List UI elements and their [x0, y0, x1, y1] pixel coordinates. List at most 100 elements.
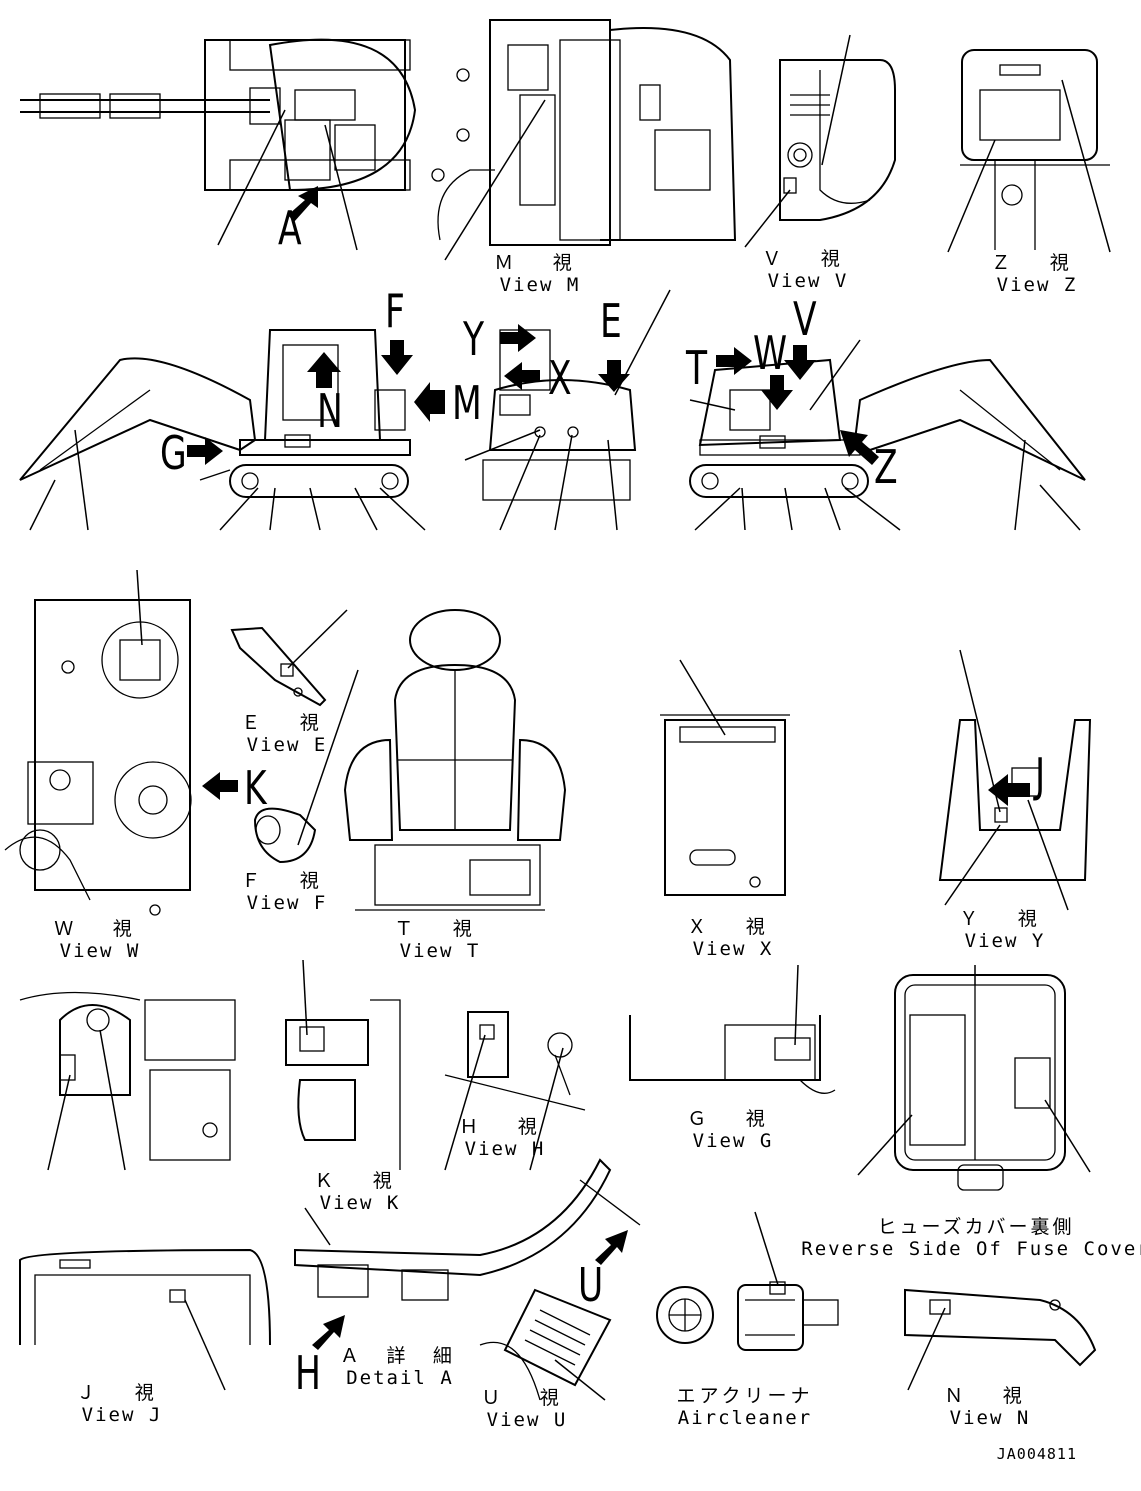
detail-a-drawing	[294, 1158, 641, 1301]
arrow-letter-f: F	[385, 284, 405, 338]
view-m-drawing	[431, 19, 737, 246]
leader-line	[1061, 79, 1111, 253]
view-arrow-g	[187, 437, 223, 465]
view-arrow-a	[288, 186, 318, 222]
leader-line	[47, 1074, 71, 1171]
left-side-view	[19, 329, 411, 498]
drawing-number: JA004811	[996, 1445, 1077, 1463]
arrow-letter-z: Z	[874, 440, 898, 494]
leader-line	[99, 1029, 126, 1171]
arrow-letter-j: J	[1035, 748, 1046, 802]
view-j-drawing	[19, 1248, 271, 1346]
leader-line	[857, 1114, 913, 1176]
arrow-letter-x: X	[548, 351, 572, 405]
view-g-drawing	[629, 1015, 836, 1094]
leader-line	[1044, 1099, 1091, 1173]
view-n-drawing	[904, 1288, 1097, 1367]
view-x-drawing	[660, 714, 790, 896]
leader-line	[529, 1047, 564, 1171]
view-h-drawing	[444, 1011, 586, 1111]
view-w-drawing	[4, 599, 192, 916]
leader-line	[1027, 799, 1069, 911]
leader-line	[754, 1211, 779, 1286]
right-leaders	[689, 339, 1081, 531]
leader-line	[324, 124, 358, 251]
view-e-drawing	[230, 626, 327, 707]
leader-line	[679, 659, 726, 736]
leader-line	[287, 609, 348, 669]
view-z-drawing	[960, 49, 1110, 250]
arrow-letter-t: T	[686, 341, 708, 395]
view-arrow-k	[202, 772, 238, 800]
arrow-letter-n: N	[317, 384, 343, 438]
leader-line	[794, 964, 799, 1046]
view-k-drawing	[285, 999, 401, 1170]
arrow-letter-g: G	[160, 426, 187, 480]
arrow-letter-m: M	[452, 376, 482, 430]
leader-line	[821, 34, 851, 166]
view-arrow-w	[761, 375, 793, 410]
leader-line	[744, 189, 791, 248]
view-arrow-n	[307, 352, 341, 388]
arrow-letter-v: V	[793, 292, 817, 346]
view-v-drawing	[779, 59, 896, 221]
view-f-drawing	[253, 807, 317, 864]
leader-line	[217, 109, 286, 246]
alternator-drawing	[19, 991, 236, 1161]
leader-line	[136, 569, 143, 646]
top-view-machine	[20, 38, 417, 192]
view-u-drawing	[479, 1288, 612, 1401]
leader-line	[959, 649, 1001, 813]
leader-line	[184, 1299, 226, 1391]
view-y-drawing	[938, 719, 1092, 881]
view-arrow-u	[595, 1230, 628, 1265]
leader-line	[554, 1359, 606, 1401]
arrow-letter-k: K	[244, 761, 267, 815]
view-arrow-f	[381, 340, 413, 375]
rear-leaders	[464, 289, 671, 531]
view-arrow-y	[500, 324, 536, 352]
arrow-letter-e: E	[600, 294, 622, 348]
aircleaner-drawing	[656, 1281, 839, 1351]
arrow-letter-u: U	[578, 1258, 604, 1312]
leader-line	[944, 824, 1001, 906]
leader-line	[297, 669, 359, 846]
leader-line	[302, 959, 308, 1036]
leader-line	[907, 1307, 946, 1391]
view-arrow-e	[598, 360, 630, 392]
arrow-letter-h: H	[295, 1346, 321, 1400]
view-arrow-z	[840, 430, 879, 465]
leader-line	[304, 1207, 331, 1246]
left-leaders	[29, 429, 426, 531]
arrow-letter-w: W	[753, 326, 788, 380]
view-arrow-h	[312, 1315, 345, 1350]
view-arrow-j	[988, 774, 1030, 806]
leader-line	[444, 1034, 486, 1171]
view-t-drawing	[343, 609, 567, 911]
view-arrow-m	[414, 382, 445, 422]
leader-line	[444, 99, 546, 261]
arrow-letter-a: A	[278, 201, 302, 255]
leader-line	[947, 139, 996, 253]
fuse-cover-drawing	[894, 974, 1066, 1191]
view-arrow-v	[784, 345, 816, 380]
arrow-letter-y: Y	[463, 312, 485, 366]
